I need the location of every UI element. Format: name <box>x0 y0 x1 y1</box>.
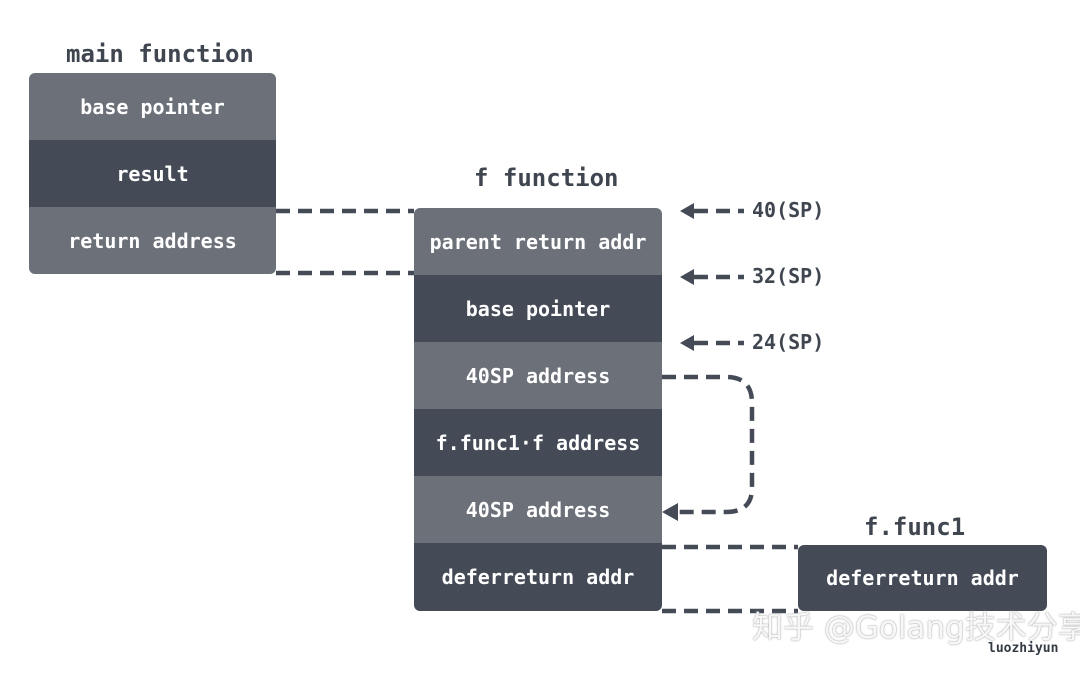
main-function-stack: base pointer result return address <box>29 73 276 274</box>
arrow-24sp-head-icon <box>680 335 694 351</box>
f-cell-func1-address: f.func1·f address <box>414 409 662 476</box>
f-function-title: f function <box>474 164 619 192</box>
main-cell-result: result <box>29 140 276 207</box>
func1-cell-deferreturn-addr: deferreturn addr <box>798 545 1047 611</box>
arrow-32sp-head-icon <box>680 269 694 285</box>
arrow-40sp-head-icon <box>680 203 694 219</box>
f-cell-40sp-address-2: 40SP address <box>414 476 662 543</box>
f-cell-base-pointer: base pointer <box>414 275 662 342</box>
f-cell-deferreturn-addr: deferreturn addr <box>414 543 662 611</box>
main-cell-base-pointer: base pointer <box>29 73 276 140</box>
f-cell-parent-return-addr: parent return addr <box>414 208 662 275</box>
sp-label-32: 32(SP) <box>752 264 825 288</box>
watermark-author: luozhiyun <box>988 641 1059 656</box>
sp-label-24: 24(SP) <box>752 330 825 354</box>
f-function-stack: parent return addr base pointer 40SP add… <box>414 208 662 611</box>
connector-40sp-loop <box>662 374 755 515</box>
arrow-loop-head-icon <box>662 503 678 521</box>
main-cell-return-address: return address <box>29 207 276 274</box>
main-function-title: main function <box>66 40 254 68</box>
sp-label-40: 40(SP) <box>752 198 825 222</box>
func1-title: f.func1 <box>864 513 966 541</box>
watermark-text: 知乎 @Golang技术分享 <box>752 610 1080 646</box>
func1-stack: deferreturn addr <box>798 545 1047 611</box>
f-cell-40sp-address: 40SP address <box>414 342 662 409</box>
